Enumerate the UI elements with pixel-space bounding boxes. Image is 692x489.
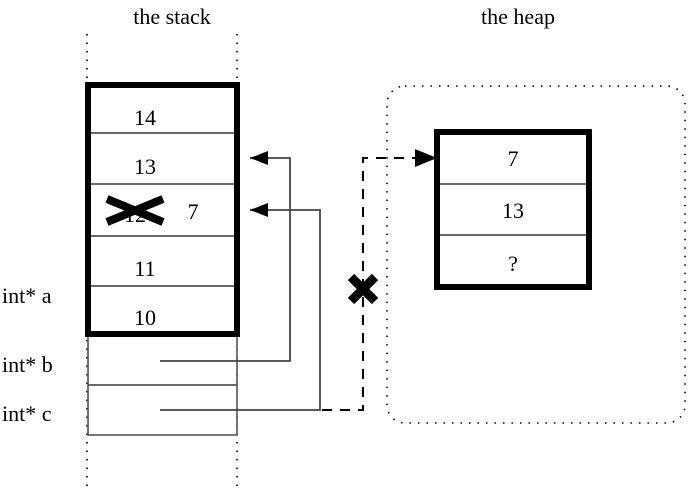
heap-title: the heap (481, 4, 555, 29)
stack-cell-value-3: 11 (134, 256, 155, 281)
struck-value-x-mark (105, 195, 165, 226)
stack-cell-value-2-replacement: 7 (188, 199, 199, 224)
stack-cell-value-1: 13 (134, 154, 156, 179)
pointer-label-c: int* c (2, 401, 52, 426)
heap-cell-value-1: 13 (502, 198, 524, 223)
stack-cell-value-4: 10 (134, 305, 156, 330)
stack-cell-value-2-struck: 12 (124, 202, 146, 227)
connector-c-to-cell12 (160, 209, 321, 411)
stack-title: the stack (133, 4, 211, 29)
arrowhead-heap (415, 149, 437, 167)
severed-link-x-mark (347, 273, 379, 305)
pointer-label-b: int* b (2, 352, 53, 377)
heap-cell-value-2: ? (508, 251, 518, 276)
heap-cell-value-0: 7 (508, 146, 519, 171)
stack-boxed-region (85, 82, 240, 337)
connector-b-to-cell13 (160, 157, 291, 362)
pointer-label-a: int* a (2, 283, 52, 308)
arrowhead-b (250, 151, 268, 165)
stack-cell-value-0: 14 (134, 105, 156, 130)
arrowhead-c (250, 203, 268, 217)
heap-block (434, 129, 592, 290)
